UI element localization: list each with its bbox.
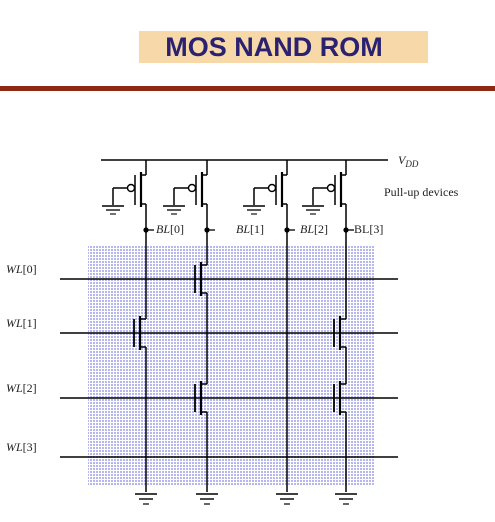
pullup-gate-bubble bbox=[126, 183, 136, 193]
wordlines bbox=[60, 278, 398, 458]
pullup-pmos-0 bbox=[102, 160, 154, 233]
nmos-cell-r1-c3 bbox=[333, 316, 346, 350]
bitlines bbox=[145, 230, 347, 492]
wordline-label-2: WL[2] bbox=[6, 381, 37, 395]
pullup-pmos-1 bbox=[163, 160, 215, 233]
pullup-gate-bubble bbox=[267, 183, 277, 193]
wordline-label-0: WL[0] bbox=[6, 262, 37, 276]
title-highlight bbox=[139, 31, 428, 63]
ground-2 bbox=[276, 493, 298, 505]
title-divider bbox=[0, 86, 495, 91]
ground-1 bbox=[196, 493, 218, 505]
bitline-label-3: BL[3] bbox=[354, 222, 383, 236]
pullup-gate-bubble bbox=[187, 183, 197, 193]
nmos-cell-r2-c1 bbox=[194, 381, 207, 415]
line-labels: BL[0] BL[1] BL[2] BL[3] WL[0] WL[1] WL[2] WL[3] bbox=[6, 222, 383, 454]
pullup-devices-label: Pull-up devices bbox=[384, 185, 459, 199]
wordline-label-3: WL[3] bbox=[6, 440, 37, 454]
bitline-label-0: BL[0] bbox=[156, 222, 184, 236]
pullup-devices bbox=[102, 160, 354, 233]
ground-symbols bbox=[135, 493, 357, 505]
rom-transistors bbox=[133, 262, 346, 415]
bitline-label-1: BL[1] bbox=[236, 222, 264, 236]
ground-0 bbox=[135, 493, 157, 505]
pullup-pmos-2 bbox=[243, 160, 295, 233]
pullup-gate-bubble bbox=[326, 183, 336, 193]
memory-array-region bbox=[88, 246, 374, 486]
bitline-label-2: BL[2] bbox=[300, 222, 328, 236]
page-title: MOS NAND ROM bbox=[165, 32, 383, 62]
vdd-label: VDD bbox=[398, 153, 419, 169]
wordline-label-1: WL[1] bbox=[6, 316, 37, 330]
nmos-cell-r1-c0 bbox=[133, 316, 146, 350]
ground-3 bbox=[335, 493, 357, 505]
nmos-cell-r2-c3 bbox=[333, 381, 346, 415]
pullup-pmos-3 bbox=[302, 160, 354, 233]
nmos-cell-r0-c1 bbox=[194, 262, 207, 296]
